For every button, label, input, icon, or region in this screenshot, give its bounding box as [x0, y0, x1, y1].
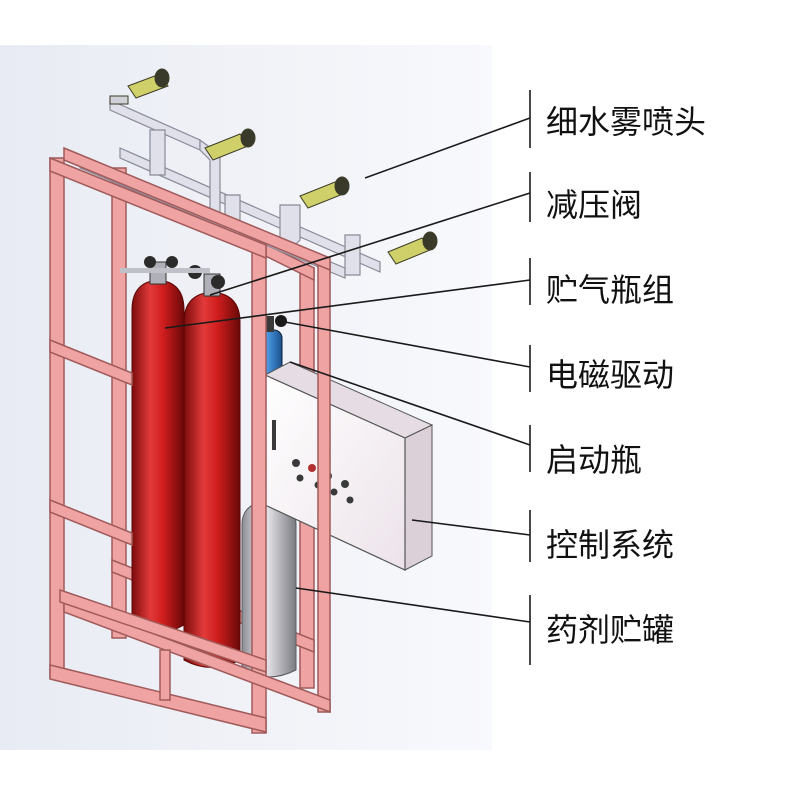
- label-starter: 启动瓶: [546, 441, 643, 479]
- label-nozzle: 细水雾喷头: [546, 103, 707, 141]
- gas-cylinder-right: [183, 273, 241, 668]
- frame-front: [49, 146, 331, 734]
- label-tank: 药剂贮罐: [546, 611, 675, 649]
- nozzle-4: [387, 231, 438, 265]
- nozzle-1: [109, 68, 170, 105]
- label-control: 控制系统: [546, 526, 675, 564]
- leader-lines: [164, 90, 531, 665]
- cylinder-valve-heads: [120, 256, 225, 289]
- label-solenoid: 电磁驱动: [546, 356, 675, 394]
- nozzle-3: [299, 176, 350, 209]
- gas-cylinder-group: [120, 256, 241, 668]
- leader-tank: [295, 587, 531, 623]
- control-cabinet: [263, 361, 434, 571]
- leader-cylinders: [164, 279, 531, 329]
- leader-control: [411, 519, 531, 536]
- nozzle-group: [109, 68, 438, 265]
- leader-nozzle: [364, 117, 531, 179]
- leader-valve: [209, 192, 531, 296]
- nozzle-2: [204, 128, 256, 161]
- leader-solenoid: [284, 321, 531, 368]
- label-cylinders: 贮气瓶组: [546, 271, 675, 309]
- agent-storage-tank: [241, 500, 297, 678]
- gas-cylinder-left: [131, 261, 185, 633]
- leader-starter: [289, 361, 531, 446]
- label-valve: 减压阀: [546, 186, 643, 224]
